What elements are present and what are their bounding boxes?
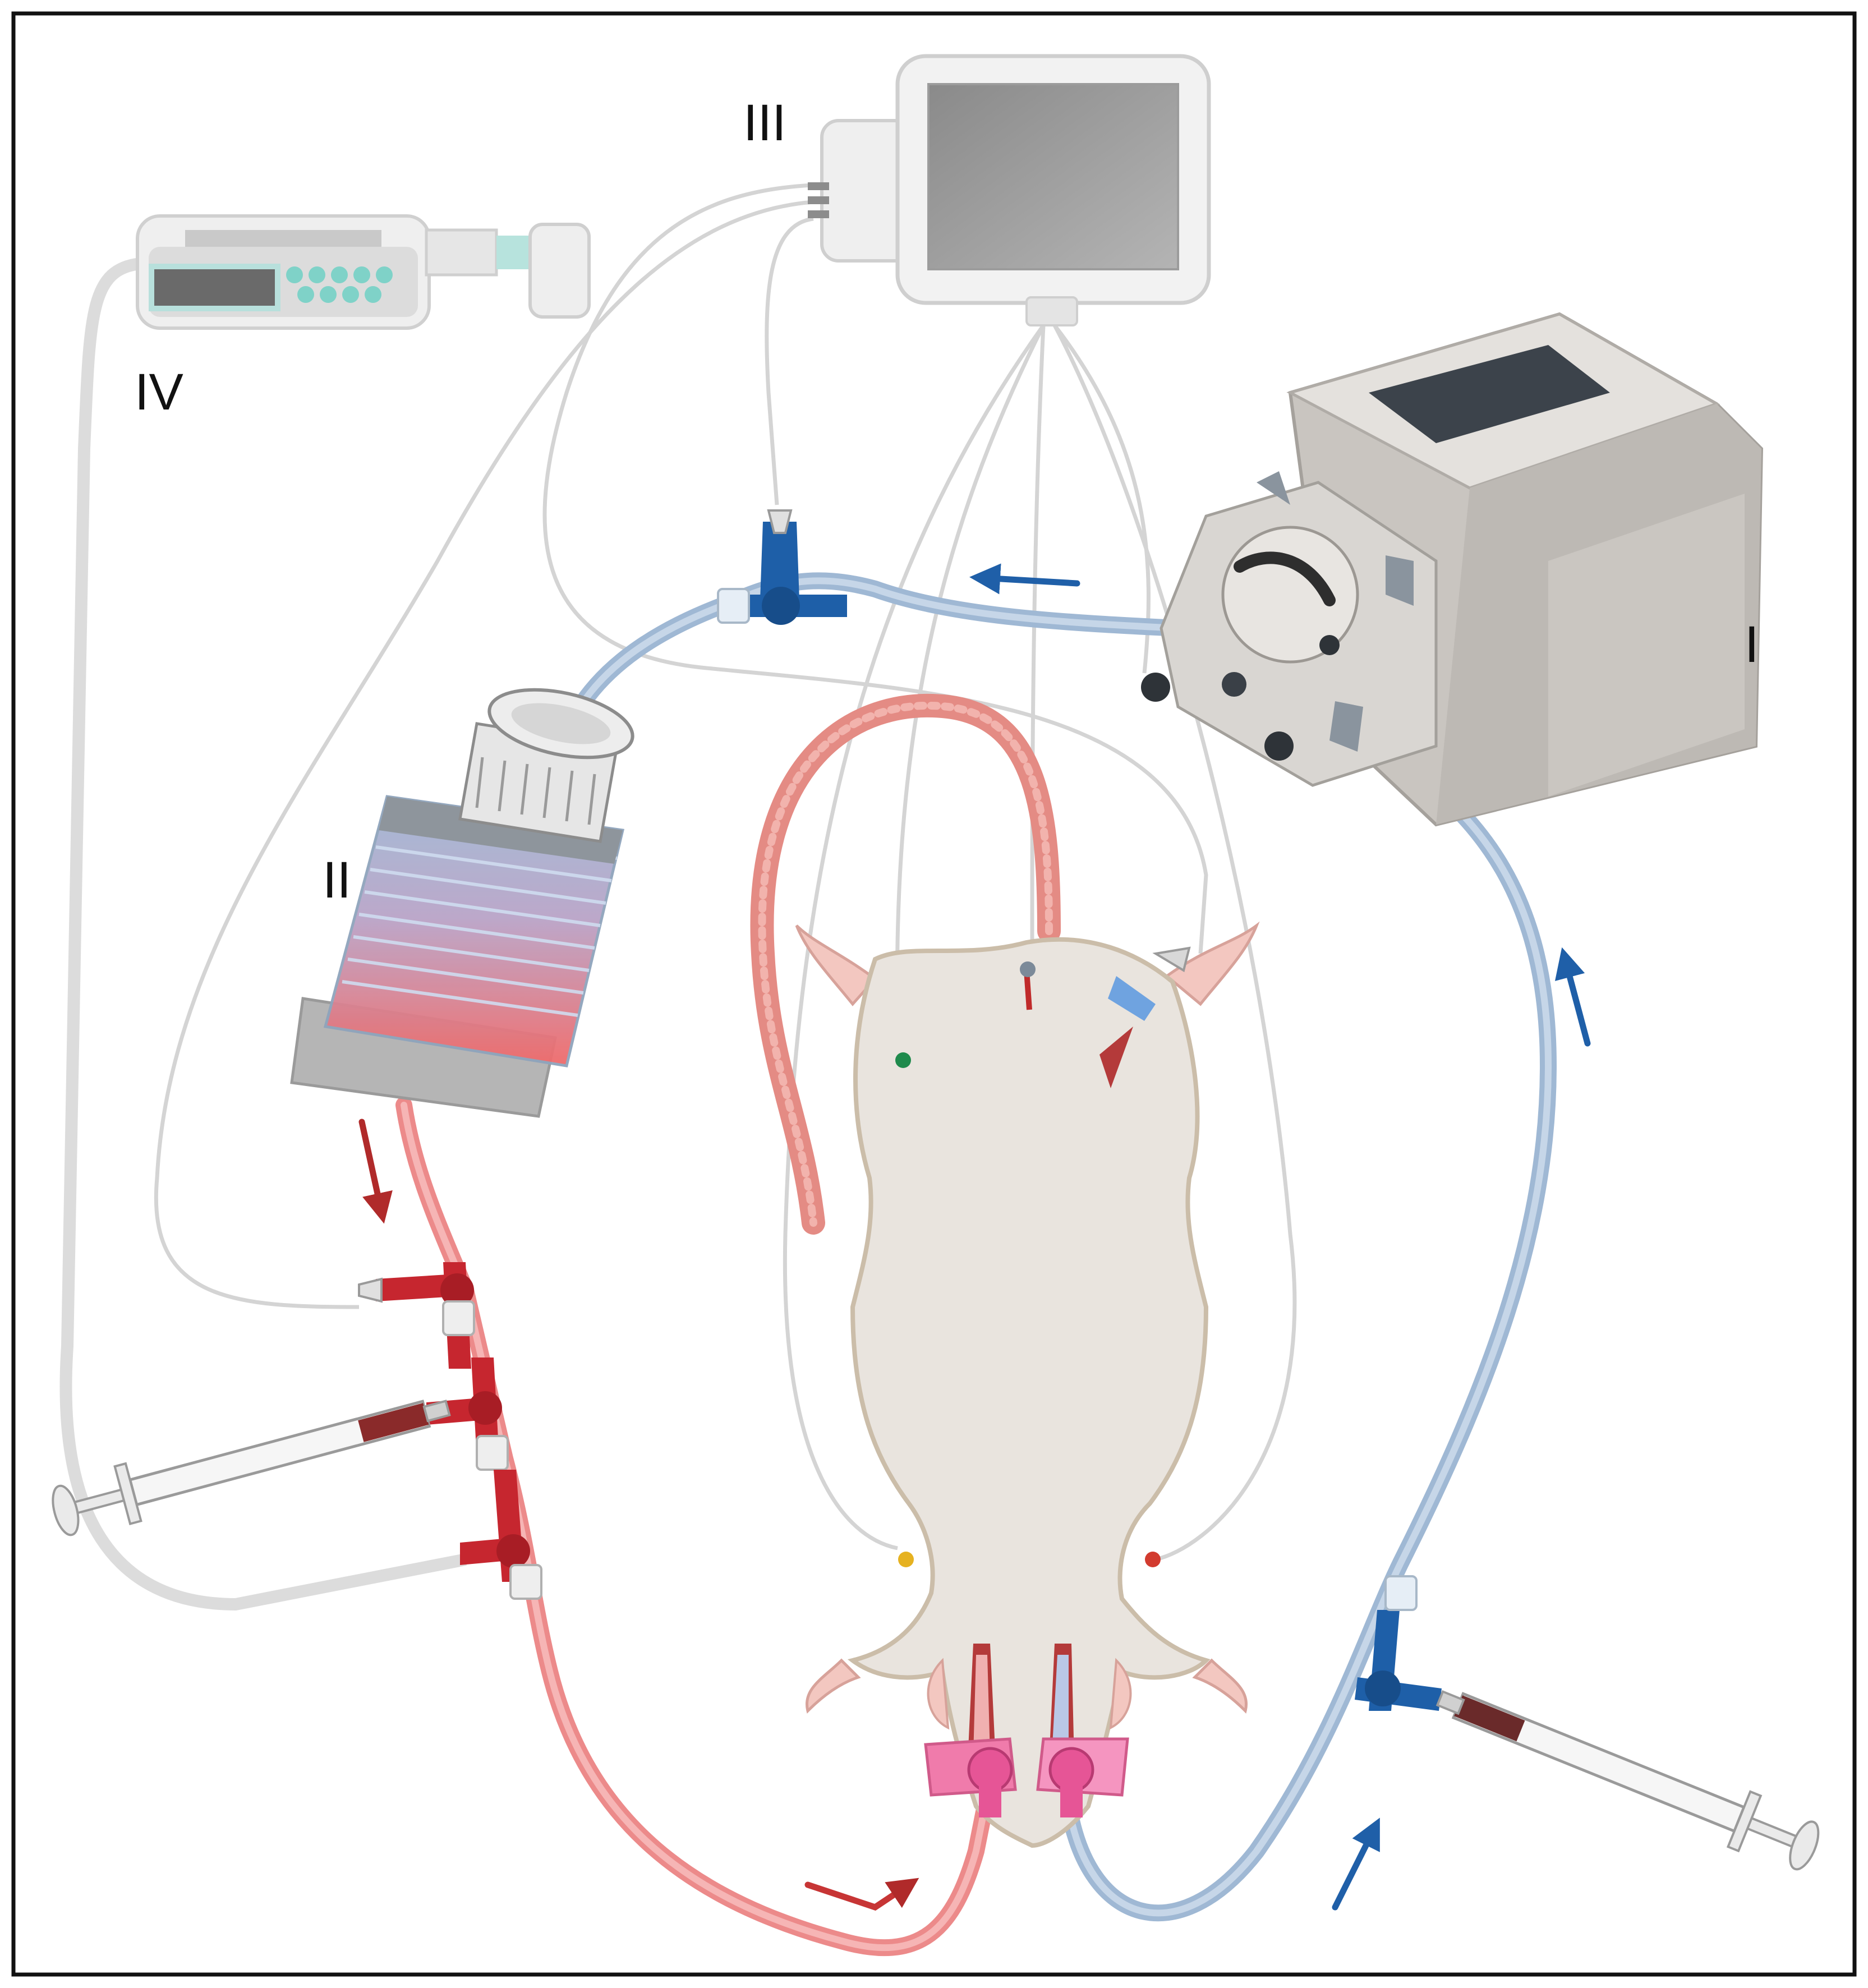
three-way-stopcock-icon [358, 509, 1442, 1711]
flow-arrow-icon [358, 563, 1591, 1911]
label-monitor: III [743, 94, 786, 151]
ecg-electrode-red [1145, 1552, 1161, 1567]
tail-catheter-icon [1020, 961, 1036, 1010]
syringe-icon [52, 1400, 1820, 1871]
label-oxygenator: II [323, 852, 351, 909]
syringe-pump-line [59, 257, 467, 1611]
cannula-icon [924, 1737, 1129, 1817]
syringe-pump-icon [136, 214, 591, 330]
peristaltic-pump-icon [1141, 312, 1764, 827]
femoral-cannula-icon [1099, 946, 1191, 1088]
rat-icon [750, 693, 1260, 1848]
ecg-electrode-green [895, 1052, 911, 1068]
label-pump: I [1745, 616, 1759, 673]
patient-monitor-icon [808, 54, 1211, 326]
ecg-electrode-yellow [898, 1552, 914, 1567]
label-syringe-pump: IV [135, 363, 183, 421]
oxygenator-reservoir-icon [290, 688, 634, 1118]
monitor-sensor-lines [154, 183, 1297, 1562]
